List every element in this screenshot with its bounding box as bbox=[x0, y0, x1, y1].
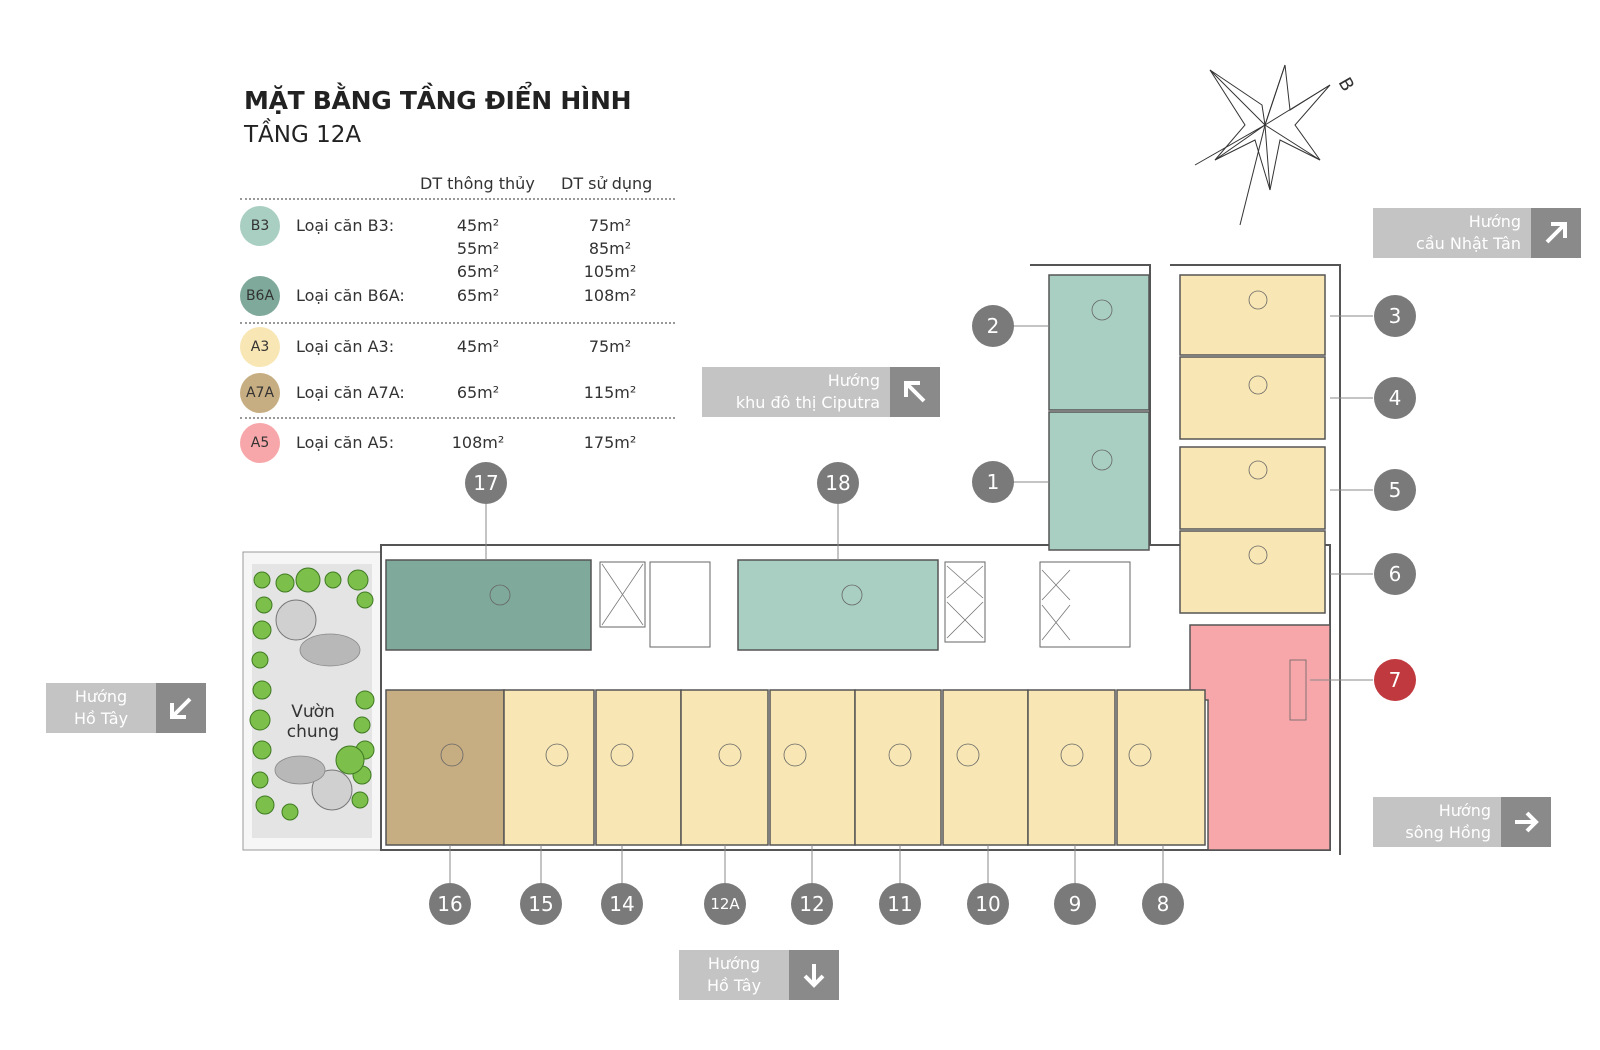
direction-nhat-tan-line1: Hướng bbox=[1468, 212, 1521, 231]
unit-15-area bbox=[503, 689, 595, 846]
legend-label-a3: Loại căn A3: bbox=[296, 337, 395, 356]
unit-12-area bbox=[769, 689, 856, 846]
direction-song-hong-text: Hướng sông Hồng bbox=[1373, 797, 1501, 847]
compass-icon bbox=[1194, 64, 1331, 226]
unit-marker-18[interactable]: 18 bbox=[817, 462, 859, 504]
arrow-down-left-icon bbox=[156, 683, 206, 733]
legend-label-a5: Loại căn A5: bbox=[296, 433, 395, 452]
direction-ho-tay-bottom: Hướng Hồ Tây bbox=[679, 950, 839, 1000]
garden-label-line1: Vườn bbox=[291, 702, 335, 722]
direction-ciputra-line2: khu đô thị Ciputra bbox=[735, 393, 880, 412]
unit-16-area bbox=[385, 689, 505, 846]
direction-ciputra-line1: Hướng bbox=[827, 371, 880, 390]
b3-su-dung-1: 75m² bbox=[588, 216, 632, 235]
a3-thong-thuy: 45m² bbox=[456, 337, 500, 356]
direction-song-hong: Hướng sông Hồng bbox=[1373, 797, 1551, 847]
unit-3-area bbox=[1179, 274, 1326, 356]
unit-marker-15[interactable]: 15 bbox=[520, 883, 562, 925]
a7a-thong-thuy: 65m² bbox=[456, 383, 500, 402]
unit-marker-16[interactable]: 16 bbox=[429, 883, 471, 925]
direction-ho-tay-left-text: Hướng Hồ Tây bbox=[46, 683, 156, 733]
unit-9-area bbox=[1027, 689, 1116, 846]
a3-su-dung: 75m² bbox=[588, 337, 632, 356]
legend-divider bbox=[240, 198, 675, 200]
b6a-su-dung: 108m² bbox=[583, 286, 637, 305]
floor-subtitle: TẦNG 12A bbox=[244, 122, 362, 148]
direction-nhat-tan-text: Hướng cầu Nhật Tân bbox=[1373, 208, 1531, 258]
unit-marker-8[interactable]: 8 bbox=[1142, 883, 1184, 925]
unit-marker-1[interactable]: 1 bbox=[972, 461, 1014, 503]
unit-12a-area bbox=[680, 689, 769, 846]
unit-11-area bbox=[854, 689, 942, 846]
unit-marker-6[interactable]: 6 bbox=[1374, 553, 1416, 595]
unit-marker-2[interactable]: 2 bbox=[972, 305, 1014, 347]
garden-area bbox=[242, 551, 382, 851]
legend-label-b6a: Loại căn B6A: bbox=[296, 286, 405, 305]
direction-song-hong-line2: sông Hồng bbox=[1405, 823, 1491, 842]
garden-label-line2: chung bbox=[286, 722, 340, 742]
unit-marker-5[interactable]: 5 bbox=[1374, 469, 1416, 511]
unit-marker-3[interactable]: 3 bbox=[1374, 295, 1416, 337]
badge-b6a: B6A bbox=[240, 276, 280, 316]
b3-su-dung-2: 85m² bbox=[588, 239, 632, 258]
unit-10-area bbox=[942, 689, 1029, 846]
unit-marker-17[interactable]: 17 bbox=[465, 462, 507, 504]
direction-ho-tay-bottom-line2: Hồ Tây bbox=[706, 976, 762, 995]
arrow-up-right-icon bbox=[1531, 208, 1581, 258]
unit-marker-4[interactable]: 4 bbox=[1374, 377, 1416, 419]
garden-label: Vườn chung bbox=[278, 702, 348, 742]
b3-su-dung-3: 105m² bbox=[583, 262, 637, 281]
legend-label-a7a: Loại căn A7A: bbox=[296, 383, 405, 402]
a5-su-dung: 175m² bbox=[583, 433, 637, 452]
legend-label-b3: Loại căn B3: bbox=[296, 216, 395, 235]
header-su-dung: DT sử dụng bbox=[561, 174, 653, 193]
compass-north-label: B bbox=[1334, 74, 1358, 95]
direction-ho-tay-left-line1: Hướng bbox=[74, 687, 128, 706]
unit-marker-14[interactable]: 14 bbox=[601, 883, 643, 925]
unit-8-area bbox=[1116, 689, 1206, 846]
arrow-down-icon bbox=[789, 950, 839, 1000]
legend-divider bbox=[240, 322, 675, 324]
unit-7-area bbox=[1189, 624, 1331, 851]
unit-marker-9[interactable]: 9 bbox=[1054, 883, 1096, 925]
b3-thong-thuy-3: 65m² bbox=[456, 262, 500, 281]
badge-a5: A5 bbox=[240, 423, 280, 463]
unit-marker-10[interactable]: 10 bbox=[967, 883, 1009, 925]
page-title: MẶT BẰNG TẦNG ĐIỂN HÌNH bbox=[244, 86, 632, 115]
unit-marker-12[interactable]: 12 bbox=[791, 883, 833, 925]
direction-ciputra: Hướng khu đô thị Ciputra bbox=[702, 367, 940, 417]
arrow-right-icon bbox=[1501, 797, 1551, 847]
b3-thong-thuy-1: 45m² bbox=[456, 216, 500, 235]
unit-14-area bbox=[595, 689, 682, 846]
unit-17-area bbox=[385, 559, 592, 651]
unit-6-area bbox=[1179, 530, 1326, 614]
direction-song-hong-line1: Hướng bbox=[1438, 801, 1491, 820]
unit-18-area bbox=[737, 559, 939, 651]
legend-divider bbox=[240, 417, 675, 419]
b3-thong-thuy-2: 55m² bbox=[456, 239, 500, 258]
unit-5-area bbox=[1179, 446, 1326, 530]
header-thong-thuy: DT thông thủy bbox=[420, 174, 535, 193]
unit-4-area bbox=[1179, 356, 1326, 440]
unit-2-area bbox=[1048, 274, 1150, 411]
a7a-su-dung: 115m² bbox=[583, 383, 637, 402]
arrow-up-left-icon bbox=[890, 367, 940, 417]
direction-ho-tay-bottom-line1: Hướng bbox=[707, 954, 761, 973]
unit-marker-11[interactable]: 11 bbox=[879, 883, 921, 925]
direction-ho-tay-left-line2: Hồ Tây bbox=[73, 709, 129, 728]
unit-marker-7[interactable]: 7 bbox=[1374, 659, 1416, 701]
badge-a3: A3 bbox=[240, 327, 280, 367]
direction-ho-tay-left: Hướng Hồ Tây bbox=[46, 683, 206, 733]
direction-ciputra-text: Hướng khu đô thị Ciputra bbox=[702, 367, 890, 417]
a5-thong-thuy: 108m² bbox=[451, 433, 505, 452]
unit-1-area bbox=[1048, 411, 1150, 551]
direction-ho-tay-bottom-text: Hướng Hồ Tây bbox=[679, 950, 789, 1000]
direction-nhat-tan-line2: cầu Nhật Tân bbox=[1416, 234, 1521, 253]
badge-b3: B3 bbox=[240, 206, 280, 246]
badge-a7a: A7A bbox=[240, 373, 280, 413]
unit-marker-12a[interactable]: 12A bbox=[704, 883, 746, 925]
direction-nhat-tan: Hướng cầu Nhật Tân bbox=[1373, 208, 1581, 258]
b6a-thong-thuy: 65m² bbox=[456, 286, 500, 305]
